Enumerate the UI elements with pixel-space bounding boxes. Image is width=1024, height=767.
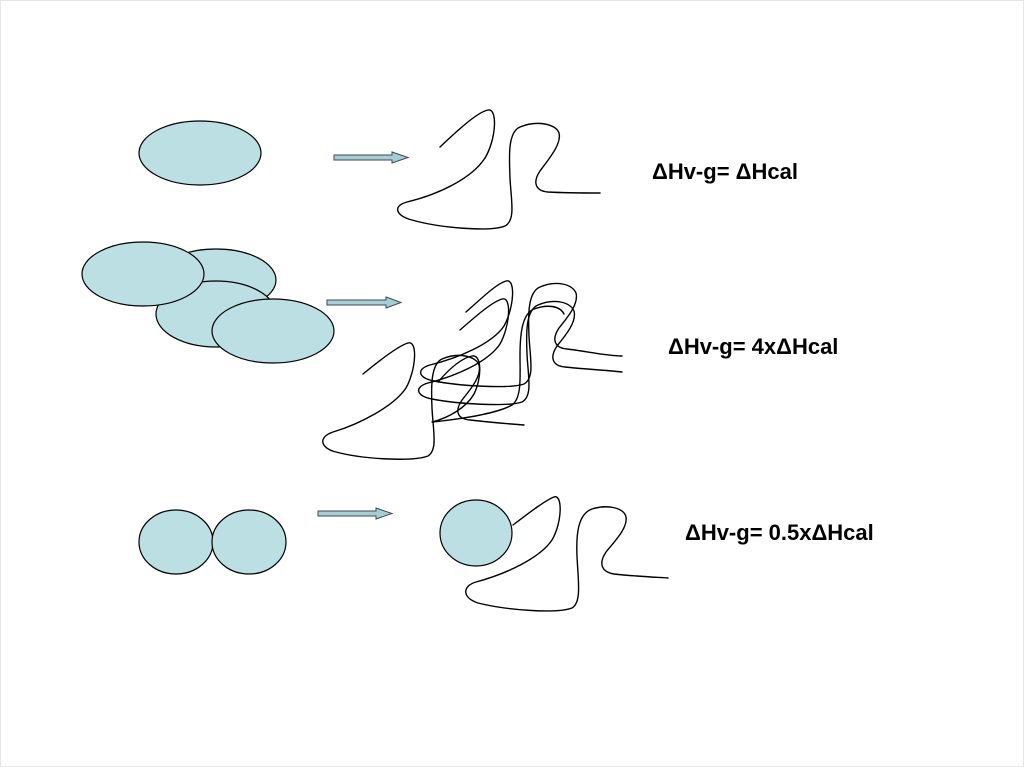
row-3-circle-right [212, 510, 286, 574]
row-1 [139, 110, 600, 229]
row-1-coil [398, 110, 600, 229]
row-2 [82, 242, 622, 459]
row-3-arrow [318, 508, 392, 519]
row-2-ellipse-front-right [212, 299, 334, 363]
row-2-coil-1 [323, 343, 524, 459]
row-3-circle-remaining [440, 500, 512, 566]
row-3 [139, 497, 668, 611]
equation-row-2: ΔHv-g= 4xΔHcal [668, 334, 838, 360]
row-3-circle-left [139, 510, 213, 574]
row-2-arrow [327, 297, 401, 308]
row-1-ellipse [139, 121, 261, 185]
equation-row-1: ΔHv-g= ΔHcal [652, 159, 798, 185]
equation-row-3: ΔHv-g= 0.5xΔHcal [685, 520, 874, 546]
row-1-arrow [334, 152, 408, 163]
row-2-ellipse-front-left [82, 242, 204, 306]
